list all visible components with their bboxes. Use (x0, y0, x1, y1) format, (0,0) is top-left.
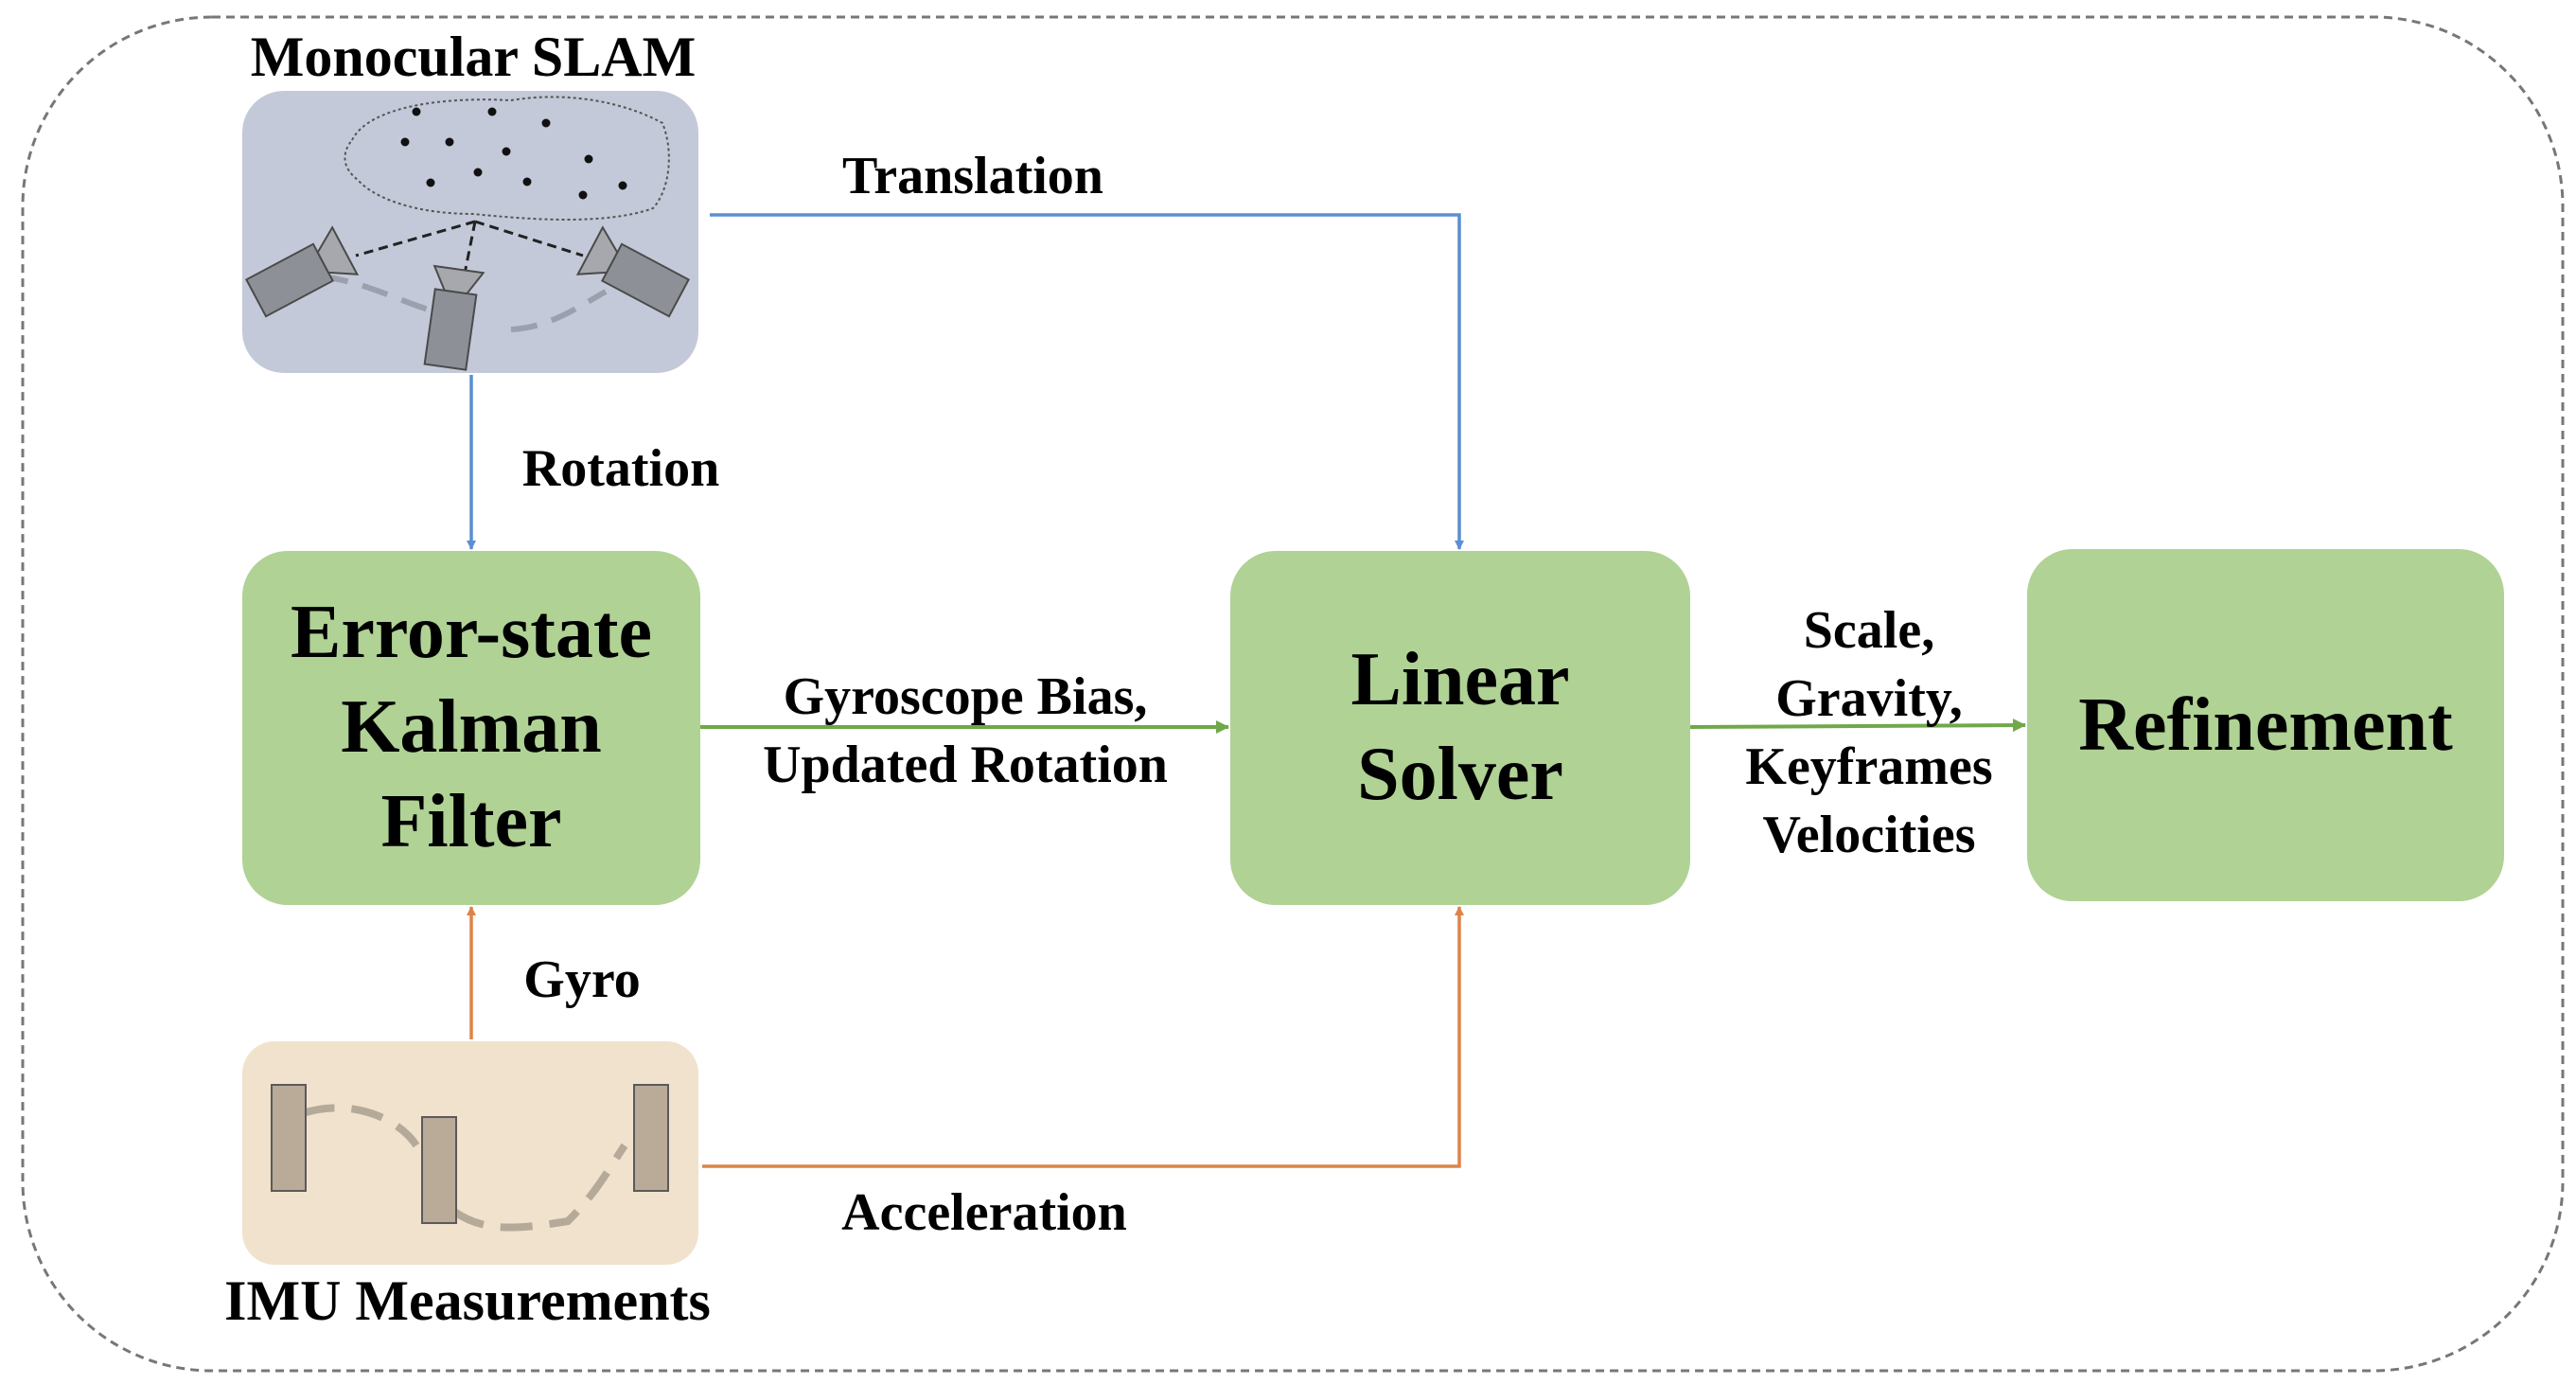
block-linear-solver (1230, 551, 1690, 905)
edge-label-line: Velocities (1762, 806, 1976, 864)
camera-icon (423, 264, 485, 371)
map-outline (344, 96, 670, 221)
imu-illustration (242, 1041, 698, 1265)
edge-label-line: Gravity, (1775, 669, 1963, 728)
block-label-line: Filter (380, 780, 562, 863)
block-label-eskf: Error-state Kalman Filter (242, 585, 700, 869)
edge-label-line: Keyframes (1745, 737, 1993, 796)
block-label-line: Kalman (341, 685, 602, 769)
block-label-refinement: Refinement (2078, 683, 2453, 767)
edge-label-gyro: Gyro (523, 950, 641, 1009)
slam-illustration (242, 91, 698, 373)
imu-sensor-icon (271, 1084, 307, 1192)
edge-label-translation: Translation (842, 147, 1103, 205)
block-label-linear-solver: Linear Solver (1230, 632, 1690, 822)
block-label-line: Solver (1357, 733, 1563, 816)
arrow-scale-gravity (1689, 719, 2026, 733)
edge-label-rotation: Rotation (521, 439, 720, 498)
edge-label-line: Updated Rotation (763, 736, 1168, 794)
view-rays (355, 220, 584, 279)
map-points (400, 107, 627, 200)
arrow-translation (710, 213, 1464, 550)
imu-sensor-icon (421, 1116, 457, 1224)
block-label-line: Linear (1350, 638, 1570, 721)
edge-label-acceleration: Acceleration (841, 1183, 1127, 1242)
block-eskf (242, 551, 700, 905)
imu-sensor-icon (633, 1084, 669, 1192)
arrow-acceleration (702, 906, 1464, 1168)
edge-label-line: Scale, (1803, 601, 1935, 660)
block-refinement (2027, 549, 2504, 901)
camera-icon (245, 225, 360, 318)
slam-title: Monocular SLAM (250, 26, 697, 88)
edge-label-line: Gyroscope Bias, (783, 667, 1148, 726)
edge-label-gyroscope-bias: Gyroscope Bias, Updated Rotation (729, 663, 1202, 799)
outer-frame (21, 15, 2565, 1373)
imu-trajectory (301, 1104, 628, 1232)
block-label-line: Error-state (290, 591, 653, 674)
camera-icon (575, 225, 690, 318)
edge-label-scale-gravity: Scale, Gravity, Keyframes Velocities (1703, 596, 2035, 869)
imu-title: IMU Measurements (224, 1269, 711, 1332)
